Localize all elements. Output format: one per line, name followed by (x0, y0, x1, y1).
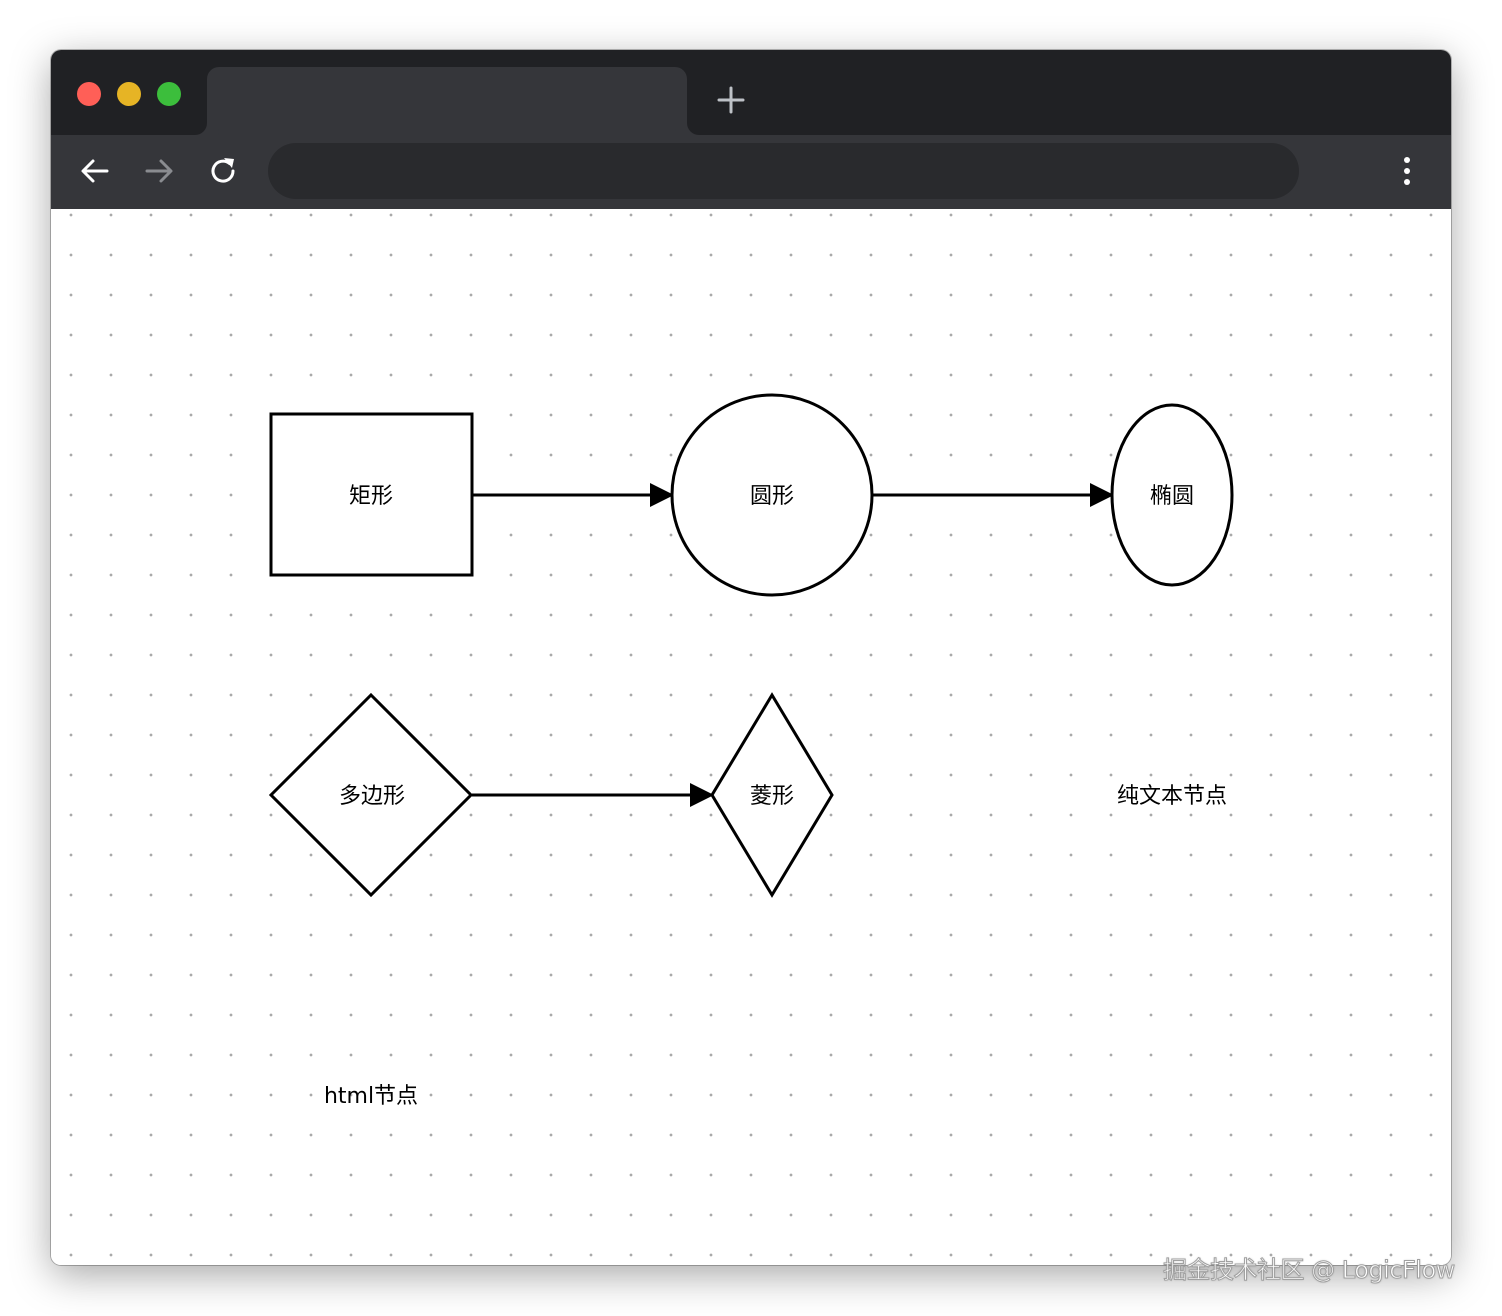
text-node[interactable]: 纯文本节点 (1117, 784, 1227, 809)
diagram-svg: 矩形 圆形 椭圆 多边形 菱形 纯文本节点 html (268, 393, 1234, 1109)
html-node[interactable]: html节点 (324, 1084, 418, 1109)
text-node-label: 纯文本节点 (1117, 784, 1227, 809)
diagram-canvas[interactable]: 矩形 圆形 椭圆 多边形 菱形 纯文本节点 html (51, 209, 1451, 1265)
polygon-node-label: 多边形 (339, 784, 405, 809)
arrow-right-icon (145, 159, 173, 183)
more-vertical-icon (1404, 157, 1410, 185)
browser-toolbar (51, 135, 1451, 209)
rect-node[interactable]: 矩形 (269, 412, 474, 577)
maximize-window-button[interactable] (157, 82, 181, 106)
ellipse-node-label: 椭圆 (1150, 484, 1194, 509)
browser-menu-button[interactable] (1389, 151, 1425, 191)
forward-button[interactable] (141, 153, 177, 189)
circle-node-label: 圆形 (750, 484, 794, 509)
browser-window: 矩形 圆形 椭圆 多边形 菱形 纯文本节点 html (51, 50, 1451, 1265)
arrow-left-icon (81, 159, 109, 183)
back-button[interactable] (77, 153, 113, 189)
tab-bar (51, 50, 1451, 135)
address-bar[interactable] (268, 143, 1299, 199)
diamond-node-label: 菱形 (750, 784, 794, 809)
reload-icon (211, 158, 235, 183)
plus-icon (717, 86, 745, 114)
minimize-window-button[interactable] (117, 82, 141, 106)
diamond-node[interactable]: 菱形 (710, 692, 834, 898)
circle-node[interactable]: 圆形 (670, 393, 874, 597)
html-node-label: html节点 (324, 1084, 418, 1109)
watermark: 掘金技术社区 @ LogicFlow (1163, 1256, 1456, 1285)
browser-tab[interactable] (207, 67, 687, 135)
ellipse-node[interactable]: 椭圆 (1110, 403, 1234, 587)
close-window-button[interactable] (77, 82, 101, 106)
rect-node-label: 矩形 (349, 484, 393, 509)
reload-button[interactable] (205, 153, 241, 189)
new-tab-button[interactable] (715, 84, 747, 116)
polygon-node[interactable]: 多边形 (268, 692, 474, 898)
